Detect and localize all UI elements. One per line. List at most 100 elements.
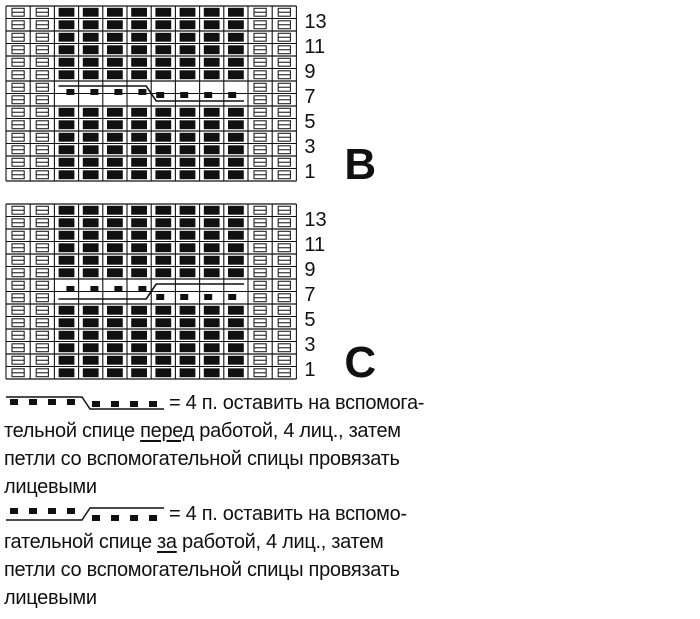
- knit-stitch-icon: [155, 368, 172, 378]
- knit-stitch-icon: [131, 230, 147, 240]
- knit-stitch-icon: [131, 70, 147, 80]
- knit-stitch-icon: [155, 318, 172, 328]
- knit-stitch-icon: [82, 170, 99, 180]
- knit-stitch-icon: [228, 157, 244, 167]
- symbol-mark: [111, 401, 119, 407]
- symbol-mark: [10, 399, 18, 405]
- knit-stitch-icon: [107, 70, 123, 80]
- cable-stitch-mark: [228, 294, 237, 300]
- symbol-mark: [92, 515, 100, 521]
- knit-stitch-icon: [203, 255, 220, 265]
- cable-stitch-mark: [114, 89, 123, 95]
- knit-stitch-icon: [228, 32, 244, 42]
- knit-stitch-icon: [58, 318, 75, 328]
- symbol-mark: [67, 399, 75, 405]
- knit-stitch-icon: [179, 230, 196, 240]
- knit-stitch-icon: [107, 218, 123, 228]
- row-number-label: 3: [304, 334, 315, 356]
- knit-stitch-icon: [107, 305, 123, 315]
- knit-stitch-icon: [82, 355, 99, 365]
- knit-stitch-icon: [131, 343, 147, 353]
- legend-1-line-2-end: работой, 4 лиц., затем: [194, 420, 401, 442]
- knit-stitch-icon: [155, 45, 172, 55]
- symbol-mark: [149, 401, 157, 407]
- knit-stitch-icon: [155, 230, 172, 240]
- cable-stitch-mark: [180, 92, 189, 98]
- row-number-label: 13: [304, 209, 326, 231]
- legend-1-line-2-start: тельной спице: [4, 420, 141, 442]
- knit-stitch-icon: [203, 368, 220, 378]
- knit-stitch-icon: [131, 145, 147, 155]
- row-number-label: 5: [304, 111, 315, 133]
- knit-stitch-icon: [82, 330, 99, 340]
- knit-stitch-icon: [58, 32, 75, 42]
- cable-stitch-mark: [90, 286, 99, 292]
- knit-stitch-icon: [228, 57, 244, 67]
- knit-stitch-icon: [82, 32, 99, 42]
- knit-stitch-icon: [179, 368, 196, 378]
- knit-stitch-icon: [155, 107, 172, 117]
- knit-stitch-icon: [155, 343, 172, 353]
- knit-stitch-icon: [107, 170, 123, 180]
- knit-stitch-icon: [228, 120, 244, 130]
- knit-stitch-icon: [131, 330, 147, 340]
- knit-stitch-icon: [82, 20, 99, 30]
- knit-stitch-icon: [82, 230, 99, 240]
- knit-stitch-icon: [155, 355, 172, 365]
- symbol-mark: [29, 508, 37, 514]
- legend-2-line-3: петли со вспомогательной спицы провязать: [4, 559, 400, 581]
- knit-stitch-icon: [203, 170, 220, 180]
- knit-stitch-icon: [155, 330, 172, 340]
- knit-stitch-icon: [131, 57, 147, 67]
- knit-stitch-icon: [179, 355, 196, 365]
- knit-stitch-icon: [179, 318, 196, 328]
- knit-stitch-icon: [82, 218, 99, 228]
- chart-letter-label: B: [344, 140, 376, 189]
- row-number-label: 7: [304, 284, 315, 306]
- knit-stitch-icon: [155, 145, 172, 155]
- knit-stitch-icon: [155, 120, 172, 130]
- knit-stitch-icon: [155, 20, 172, 30]
- knit-stitch-icon: [82, 255, 99, 265]
- symbol-mark: [130, 515, 138, 521]
- knit-stitch-icon: [131, 170, 147, 180]
- legend-2-emphasis: за: [157, 531, 177, 553]
- knit-stitch-icon: [179, 57, 196, 67]
- knit-stitch-icon: [58, 343, 75, 353]
- knit-stitch-icon: [179, 20, 196, 30]
- legend-item-cable-front: = 4 п. оставить на вспомога- тельной спи…: [4, 389, 694, 501]
- knit-stitch-icon: [58, 70, 75, 80]
- knit-stitch-icon: [82, 305, 99, 315]
- knit-stitch-icon: [203, 20, 220, 30]
- knit-stitch-icon: [155, 170, 172, 180]
- knit-stitch-icon: [107, 145, 123, 155]
- knit-stitch-icon: [203, 305, 220, 315]
- knit-stitch-icon: [58, 243, 75, 253]
- knit-stitch-icon: [58, 218, 75, 228]
- knit-stitch-icon: [131, 120, 147, 130]
- knit-stitch-icon: [179, 170, 196, 180]
- knit-stitch-icon: [107, 343, 123, 353]
- knit-stitch-icon: [228, 305, 244, 315]
- knit-stitch-icon: [155, 132, 172, 142]
- knit-stitch-icon: [58, 145, 75, 155]
- knit-stitch-icon: [58, 355, 75, 365]
- knit-stitch-icon: [228, 132, 244, 142]
- knit-stitch-icon: [131, 318, 147, 328]
- symbol-mark: [130, 401, 138, 407]
- cable-back-symbol-icon: [6, 507, 164, 521]
- symbol-mark: [111, 515, 119, 521]
- knit-stitch-icon: [107, 368, 123, 378]
- symbol-mark: [29, 399, 37, 405]
- knit-stitch-icon: [228, 268, 244, 278]
- knit-stitch-icon: [228, 218, 244, 228]
- knit-stitch-icon: [58, 268, 75, 278]
- knit-stitch-icon: [131, 368, 147, 378]
- knit-stitch-icon: [131, 20, 147, 30]
- knit-stitch-icon: [82, 205, 99, 215]
- knit-stitch-icon: [82, 268, 99, 278]
- knit-stitch-icon: [131, 255, 147, 265]
- knit-stitch-icon: [131, 157, 147, 167]
